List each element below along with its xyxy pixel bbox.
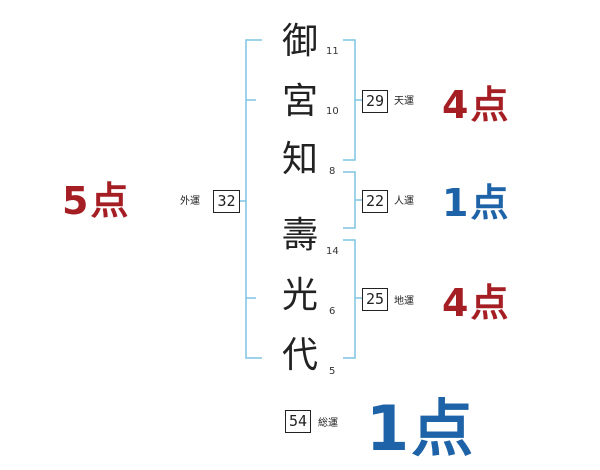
tenkaku-bracket [343,39,356,161]
chikaku-value-box: 25 [362,288,388,311]
stroke-count-4: 14 [326,246,339,257]
soukaku-label: 総運 [318,418,338,429]
gaikaku-bracket [245,39,262,359]
tenkaku-score: 4点 [442,83,511,127]
stroke-count-6: 5 [329,366,336,377]
stroke-count-2: 10 [326,106,339,117]
gaikaku-label: 外運 [180,196,200,207]
jinkaku-score: 1点 [442,181,511,225]
chikaku-label: 地運 [394,296,414,307]
jinkaku-bracket [343,171,356,229]
name-char-5: 光 [281,275,318,316]
chikaku-bracket [343,239,356,359]
stroke-count-1: 11 [326,46,339,57]
soukaku-score: 1点 [366,392,476,465]
gaikaku-value-box: 32 [213,190,240,213]
name-char-2: 宮 [281,81,318,122]
tenkaku-label: 天運 [394,96,414,107]
chikaku-score: 4点 [442,281,511,325]
name-char-1: 御 [281,21,318,62]
gaikaku-score: 5点 [62,179,131,223]
stroke-count-3: 8 [329,166,336,177]
name-char-4: 壽 [281,215,318,256]
stroke-count-5: 6 [329,306,336,317]
name-char-6: 代 [281,335,318,376]
jinkaku-value-box: 22 [362,190,388,213]
soukaku-value-box: 54 [285,410,311,433]
tenkaku-value-box: 29 [362,90,388,113]
jinkaku-label: 人運 [394,196,414,207]
name-char-3: 知 [281,139,318,180]
